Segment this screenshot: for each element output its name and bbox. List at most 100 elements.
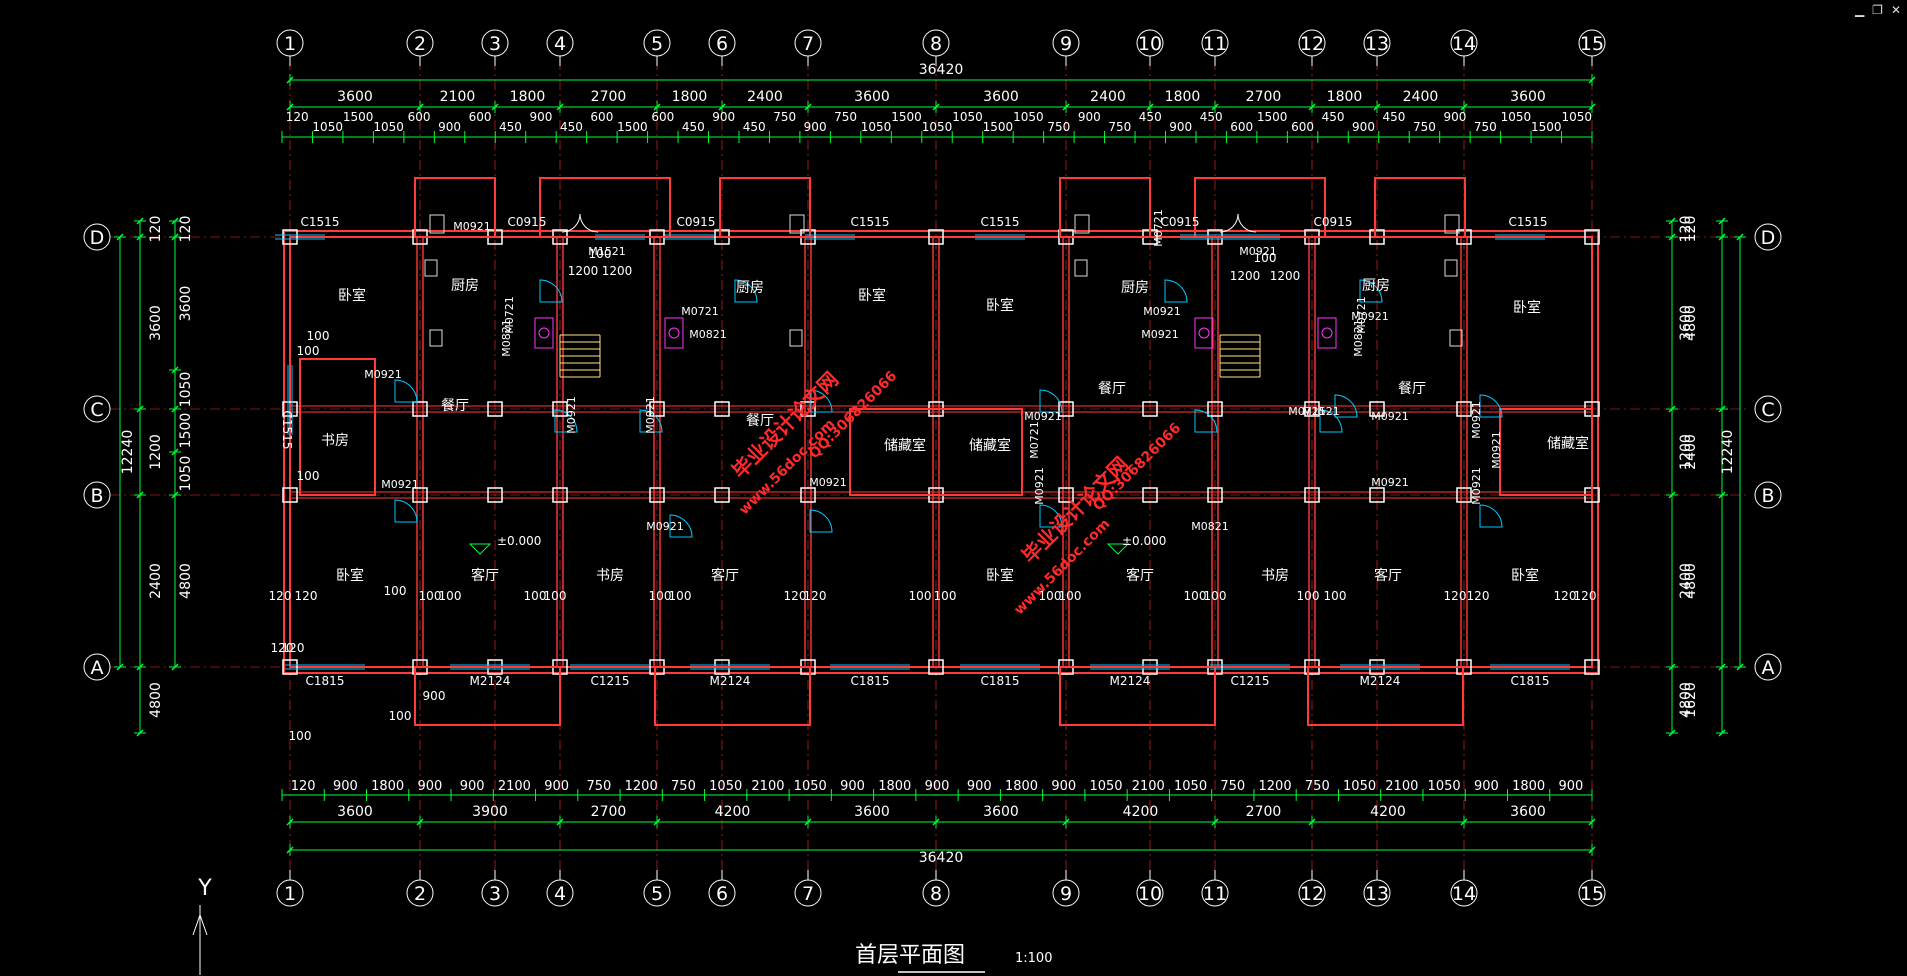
door-swing: [394, 379, 418, 403]
axis-label-top: 9: [1060, 33, 1072, 55]
left-total-dim-tick: [116, 233, 124, 241]
room-label: 储藏室: [969, 437, 1011, 454]
wall-segment: [1307, 666, 1464, 726]
top-dim-row2-text: 1050: [952, 110, 983, 124]
door-label: M0921: [644, 396, 657, 434]
structural-column: [1369, 487, 1385, 503]
top-dim-row1-tick: [491, 103, 499, 111]
small-dim-text: 100: [1324, 589, 1347, 603]
small-dim-text: 100: [934, 589, 957, 603]
door-swing: [639, 409, 663, 433]
top-dim-row1-text: 1800: [1327, 89, 1363, 105]
room-label: 书房: [321, 433, 349, 449]
top-dim-row2-text: 750: [1108, 120, 1131, 134]
bottom-dim-row1-text: 900: [967, 779, 992, 794]
top-dim-row2-text: 1050: [1561, 110, 1592, 124]
door-swing: [394, 499, 418, 523]
structural-column: [1207, 401, 1223, 417]
left-dim-outer-tick: [136, 491, 144, 499]
door-label: M0721: [503, 296, 516, 334]
door-label: M1521: [588, 245, 626, 258]
restore-icon[interactable]: ❐: [1872, 3, 1883, 17]
right-dim-outer-text: 1620: [1683, 682, 1699, 718]
small-dim-text: 1200: [1230, 269, 1261, 283]
bottom-dim-row1-text: 2100: [1132, 779, 1165, 794]
window-label: C0915: [508, 215, 547, 229]
window-label: C1815: [306, 674, 345, 688]
left-dim-mid-tick: [171, 405, 179, 413]
bottom-dim-row1-text: 900: [1474, 779, 1499, 794]
door-swing: [734, 279, 758, 303]
left-dim-mid-text: 1050: [178, 456, 194, 492]
structural-column: [800, 401, 816, 417]
top-dim-row1-tick: [1373, 103, 1381, 111]
bathtub-drain: [668, 327, 680, 339]
right-dim-mid-tick: [1668, 491, 1676, 499]
wall-segment: [299, 358, 376, 496]
level-mark-text: ±0.000: [497, 534, 541, 548]
structural-column: [282, 401, 298, 417]
wall-segment: [1059, 177, 1151, 238]
bottom-dim-row1-text: 1050: [794, 779, 827, 794]
sink-fixture: [424, 259, 438, 277]
door-label: M0921: [1033, 467, 1046, 505]
bottom-dim-row1-text: 1050: [709, 779, 742, 794]
axis-label-top: 11: [1203, 33, 1227, 55]
small-dim-text: 100: [649, 589, 672, 603]
bottom-dim-row2-text: 3600: [854, 804, 890, 820]
minimize-icon[interactable]: ▁: [1854, 3, 1865, 17]
top-dim-row1-tick: [1211, 103, 1219, 111]
window-label: C0915: [1314, 215, 1353, 229]
bottom-dim-row1-text: 900: [460, 779, 485, 794]
bottom-dim-row1-text: 1800: [878, 779, 911, 794]
double-door: [561, 213, 599, 233]
small-dim-text: 100: [1204, 589, 1227, 603]
top-dim-row2-text: 750: [1413, 120, 1436, 134]
sink-fixture: [429, 329, 443, 347]
right-dim-mid-tick: [1668, 217, 1676, 225]
bathtub-drain: [1198, 327, 1210, 339]
door-label: M0921: [1470, 401, 1483, 439]
bottom-dim-row2-tick: [932, 818, 940, 826]
door-swing: [1359, 279, 1383, 303]
close-icon[interactable]: ✕: [1890, 3, 1901, 17]
top-dim-row2-text: 1500: [891, 110, 922, 124]
structural-column: [1456, 487, 1472, 503]
room-label: 客厅: [1374, 567, 1402, 584]
door-label: M0921: [453, 220, 491, 233]
structural-column: [649, 401, 665, 417]
small-dim-text: 120: [1574, 589, 1597, 603]
small-dim-text: 120: [295, 589, 318, 603]
structural-column: [1304, 487, 1320, 503]
window-label: C1815: [1511, 674, 1550, 688]
door-label: M0921: [381, 478, 419, 491]
right-dim-outer-tick: [1718, 405, 1726, 413]
bottom-dim-row1-text: 1800: [1005, 779, 1038, 794]
sink-fixture: [1449, 329, 1463, 347]
axis-label-right: A: [1762, 657, 1775, 679]
wall-segment: [414, 177, 496, 238]
bottom-dim-row2-tick: [1588, 818, 1596, 826]
axis-label-top: 4: [554, 33, 566, 55]
top-dim-row1-tick: [556, 103, 564, 111]
top-dim-row1-text: 1800: [672, 89, 708, 105]
right-dim-mid-tick: [1668, 729, 1676, 737]
top-dim-row2-text: 1500: [617, 120, 648, 134]
door-label: M0921: [565, 396, 578, 434]
bottom-dim-row1-text: 900: [1051, 779, 1076, 794]
level-mark-symbol: [1106, 543, 1130, 555]
bottom-dim-row2-tick: [1211, 818, 1219, 826]
window-label: C1515: [301, 215, 340, 229]
door-label: M0921: [364, 368, 402, 381]
top-dim-row2-text: 900: [438, 120, 461, 134]
drawing-scale: 1:100: [1015, 951, 1052, 966]
room-label: 储藏室: [884, 437, 926, 454]
room-label: 客厅: [711, 567, 739, 584]
small-dim-text: 100: [297, 469, 320, 483]
structural-column: [282, 659, 298, 675]
bathtub-drain: [1321, 327, 1333, 339]
door-label: M0721: [1028, 421, 1041, 459]
room-label: 厨房: [1362, 278, 1390, 294]
bottom-dim-row1-text: 120: [291, 779, 316, 794]
